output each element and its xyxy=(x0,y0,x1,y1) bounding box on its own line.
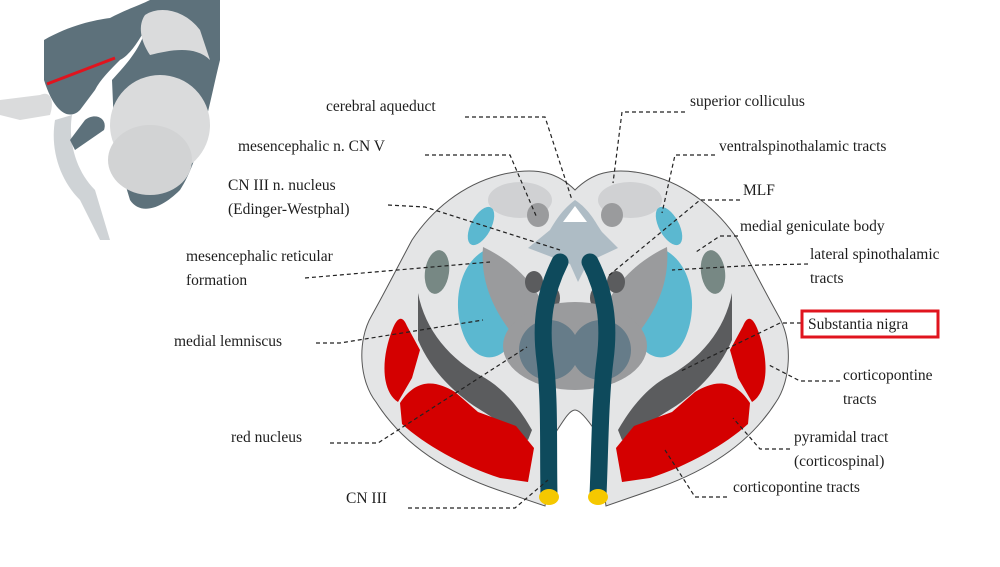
label-red-nucleus: red nucleus xyxy=(231,429,302,446)
label-corticopontine-2: tracts xyxy=(843,391,877,408)
label-medial-geniculate: medial geniculate body xyxy=(740,218,885,235)
label-lateral-spinothalamic: lateral spinothalamic xyxy=(810,246,940,263)
label-medial-lemniscus: medial lemniscus xyxy=(174,333,282,350)
label-edinger-westphal: (Edinger-Westphal) xyxy=(228,201,350,218)
label-reticular-formation-2: formation xyxy=(186,272,247,289)
label-mlf: MLF xyxy=(743,182,775,199)
label-cn3: CN III xyxy=(346,490,387,507)
label-cerebral-aqueduct: cerebral aqueduct xyxy=(326,98,436,115)
label-pyramidal-tract: pyramidal tract xyxy=(794,429,889,446)
label-substantia-nigra: Substantia nigra xyxy=(808,316,908,333)
label-reticular-formation: mesencephalic reticular xyxy=(186,248,334,265)
label-corticospinal: (corticospinal) xyxy=(794,453,884,470)
aqueduct-icon xyxy=(563,206,587,222)
label-superior-colliculus: superior colliculus xyxy=(690,93,805,110)
label-cn3-nucleus: CN III n. nucleus xyxy=(228,177,336,194)
label-mesencephalic-n-cn-v: mesencephalic n. CN V xyxy=(238,138,386,155)
leader-lines xyxy=(304,111,840,509)
label-corticopontine: corticopontine xyxy=(843,367,933,384)
periaqueductal-gray xyxy=(528,200,618,282)
sagittal-inset xyxy=(0,0,220,240)
cn3-cap-right xyxy=(588,489,608,505)
cn3-right xyxy=(581,253,616,504)
label-ventral-spinothalamic: ventralspinothalamic tracts xyxy=(719,138,886,155)
label-corticopontine-lower: corticopontine tracts xyxy=(733,479,860,496)
cn3-left xyxy=(534,253,569,504)
substantia-nigra-highlight-box xyxy=(800,309,940,339)
cn3-cap-left xyxy=(539,489,559,505)
label-lateral-spinothalamic-2: tracts xyxy=(810,270,844,287)
